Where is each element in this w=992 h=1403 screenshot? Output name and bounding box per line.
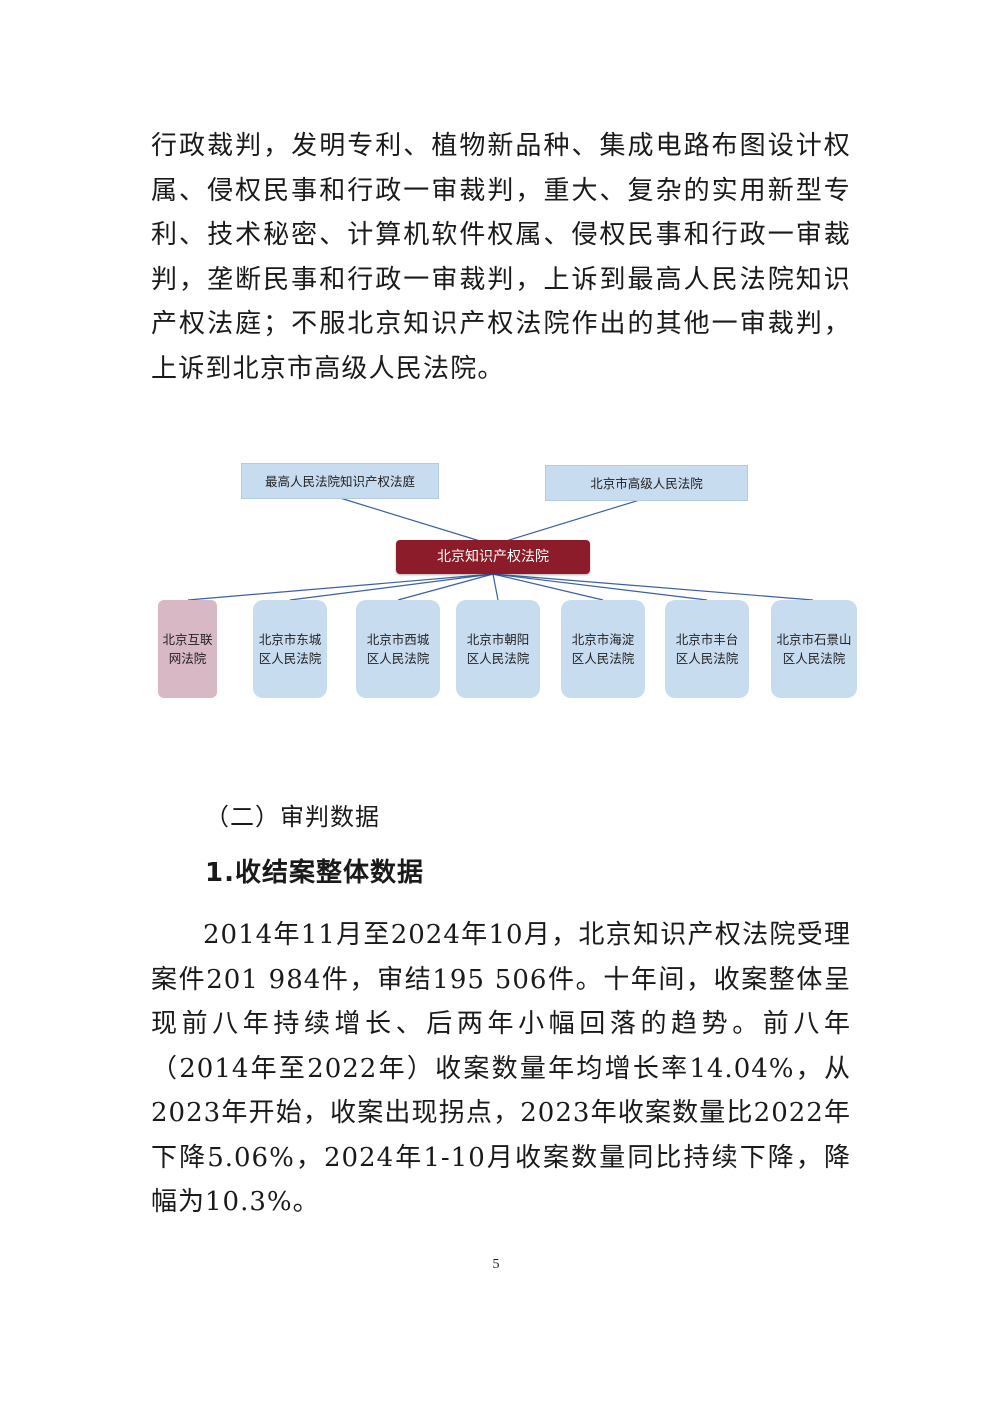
node-beijing-high-court: 北京市高级人民法院: [545, 465, 748, 501]
node-label-line1: 北京市东城: [258, 632, 322, 647]
subsection-title: 1.收结案整体数据: [205, 858, 424, 888]
node-shijingshan-court: 北京市石景山区人民法院: [771, 600, 857, 698]
section-title: （二）审判数据: [205, 803, 380, 831]
node-label-line2: 区人民法院: [366, 651, 430, 666]
node-label-line2: 区人民法院: [782, 651, 846, 666]
connector-child-2: [289, 573, 494, 601]
body-paragraph-1: 行政裁判，发明专利、植物新品种、集成电路布图设计权属、侵权民事和行政一审裁判，重…: [151, 131, 851, 384]
node-haidian-court: 北京市海淀区人民法院: [561, 600, 645, 698]
node-label-line2: 区人民法院: [571, 651, 635, 666]
node-label-line1: 北京市石景山: [776, 632, 852, 647]
node-chaoyang-court: 北京市朝阳区人民法院: [456, 600, 540, 698]
node-fengtai-court: 北京市丰台区人民法院: [665, 600, 749, 698]
node-xicheng-court: 北京市西城区人民法院: [356, 600, 440, 698]
node-dongcheng-court: 北京市东城区人民法院: [253, 600, 327, 698]
diagram-connectors: [187, 497, 814, 601]
node-label-line1: 北京互联: [162, 632, 213, 647]
court-appeal-diagram: 最高人民法院知识产权法庭 北京市高级人民法院 北京知识产权法院 北京互联网法院 …: [0, 450, 992, 710]
node-label-line1: 北京市西城: [366, 632, 430, 647]
node-label-line2: 区人民法院: [675, 651, 739, 666]
node-internet-court: 北京互联网法院: [158, 600, 217, 698]
body-paragraph-2: 2014年11月至2024年10月，北京知识产权法院受理案件201 984件，审…: [151, 920, 851, 1217]
connector-top-right: [492, 497, 647, 546]
node-label-line1: 北京市朝阳: [466, 632, 530, 647]
node-label-line2: 区人民法院: [258, 651, 322, 666]
node-label-line1: 北京市海淀: [571, 632, 635, 647]
connector-child-1: [187, 573, 494, 601]
page-number: 5: [492, 1257, 500, 1272]
node-beijing-ip-court: 北京知识产权法院: [396, 540, 590, 574]
connector-child-3: [397, 573, 494, 601]
node-label-line2: 区人民法院: [466, 651, 530, 666]
connector-top-left: [339, 497, 494, 546]
connector-child-4: [492, 573, 499, 601]
connector-child-7: [492, 573, 814, 601]
node-label-line1: 北京市丰台: [675, 632, 739, 647]
connector-child-5: [492, 573, 604, 601]
connector-child-6: [492, 573, 708, 601]
node-supreme-ip-tribunal: 最高人民法院知识产权法庭: [241, 463, 439, 499]
node-label-line2: 网法院: [168, 651, 207, 666]
